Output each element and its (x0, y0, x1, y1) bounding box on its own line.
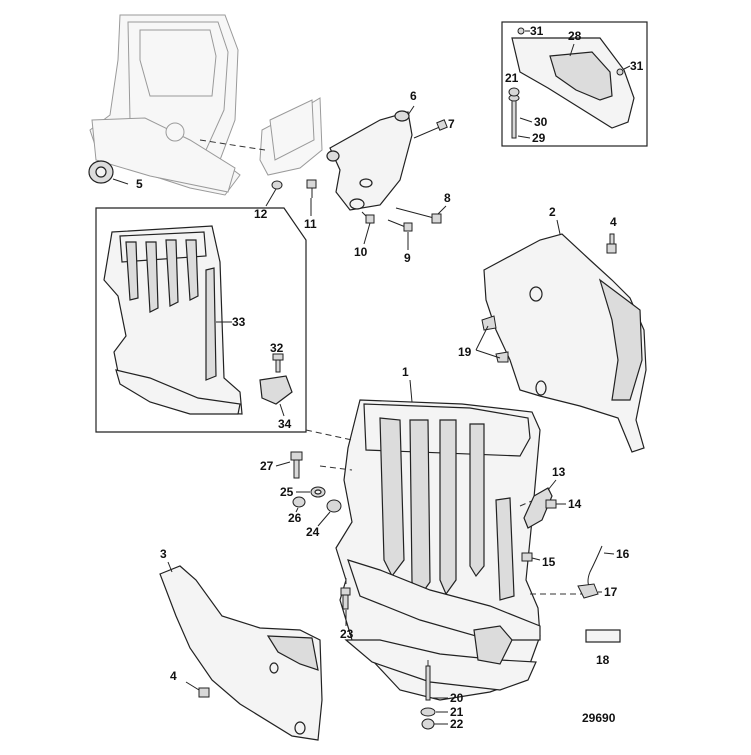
callout-27: 27 (260, 459, 274, 473)
bolt-part-14 (545, 499, 566, 509)
callout-24: 24 (306, 525, 320, 539)
callout-1: 1 (402, 365, 409, 379)
callout-30: 30 (534, 115, 548, 129)
stud-part-29-30 (508, 94, 533, 139)
grommet-part-24 (326, 499, 342, 513)
washer-part-12 (271, 180, 283, 190)
callout-19: 19 (458, 345, 472, 359)
callout-29: 29 (532, 131, 546, 145)
callout-20: 20 (450, 691, 464, 705)
callout-25: 25 (280, 485, 294, 499)
diagram-number: 29690 (582, 711, 616, 725)
clip-part-19 (475, 315, 509, 363)
mount-block (199, 97, 323, 176)
dashed-line-25 (319, 465, 353, 471)
callout-31-a: 31 (530, 24, 544, 38)
bolt-part-23 (340, 587, 351, 610)
callout-22: 22 (450, 717, 464, 731)
stud-part-20 (425, 665, 431, 701)
bolt-part-9 (387, 219, 413, 232)
wire-part-16 (587, 545, 603, 589)
callout-11: 11 (304, 217, 317, 231)
housing-inset (103, 225, 243, 415)
bolt-part-8 (395, 207, 442, 224)
decal-part-18 (585, 629, 621, 643)
bolt-part-27 (290, 451, 303, 479)
clamp-part-17 (577, 583, 602, 599)
bracket-part-34 (259, 375, 293, 417)
inset-box-top-right (501, 21, 648, 147)
grommet-part-5 (88, 160, 129, 185)
bolt-part-4-bottom (185, 681, 210, 698)
bracket-part-13 (523, 487, 553, 529)
callout-33: 33 (232, 315, 246, 329)
callout-5: 5 (136, 177, 143, 191)
callout-18: 18 (596, 653, 610, 667)
bolt-part-15 (521, 552, 541, 562)
callout-13: 13 (552, 465, 566, 479)
callout-26: 26 (288, 511, 302, 525)
callout-8: 8 (444, 191, 451, 205)
bolt-part-7 (413, 119, 448, 139)
side-cover-part-3 (159, 565, 323, 741)
inset-box-left (95, 207, 307, 433)
callout-9: 9 (404, 251, 411, 265)
callout-28: 28 (568, 29, 582, 43)
callout-7: 7 (448, 117, 455, 131)
callout-17: 17 (604, 585, 618, 599)
callout-21-inset: 21 (505, 71, 519, 85)
bolt-part-11 (306, 179, 317, 198)
nut-part-26 (292, 496, 306, 508)
callout-31-b: 31 (630, 59, 644, 73)
callout-labels: 1 2 3 4 4 5 6 7 8 9 10 11 12 13 14 15 16… (136, 24, 644, 731)
callout-32: 32 (270, 341, 284, 355)
callout-4-bottom: 4 (170, 669, 177, 683)
callout-16: 16 (616, 547, 630, 561)
cover-part-28 (511, 37, 635, 129)
upper-housing-ghost (89, 14, 241, 196)
nut-part-21-inset (508, 87, 520, 97)
dashed-line-27 (305, 429, 353, 441)
callout-15: 15 (542, 555, 556, 569)
driveshaft-housing-part-1 (335, 399, 541, 701)
callout-14: 14 (568, 497, 582, 511)
washer-part-21 (420, 707, 436, 717)
bolt-part-10 (361, 211, 375, 224)
nut-part-22 (421, 718, 435, 730)
callout-34: 34 (278, 417, 292, 431)
callout-21: 21 (450, 705, 464, 719)
callout-4-top: 4 (610, 215, 617, 229)
bracket-part-6 (326, 105, 415, 211)
callout-6: 6 (410, 89, 417, 103)
washer-part-25 (310, 486, 326, 498)
screw-part-32 (272, 353, 284, 373)
callout-10: 10 (354, 245, 368, 259)
callout-3: 3 (160, 547, 167, 561)
bolt-part-4-top (606, 233, 617, 254)
callout-12: 12 (254, 207, 268, 221)
callout-23: 23 (340, 627, 354, 641)
callout-2: 2 (549, 205, 556, 219)
screw-part-31 (517, 27, 631, 76)
side-cover-part-2 (483, 233, 647, 453)
